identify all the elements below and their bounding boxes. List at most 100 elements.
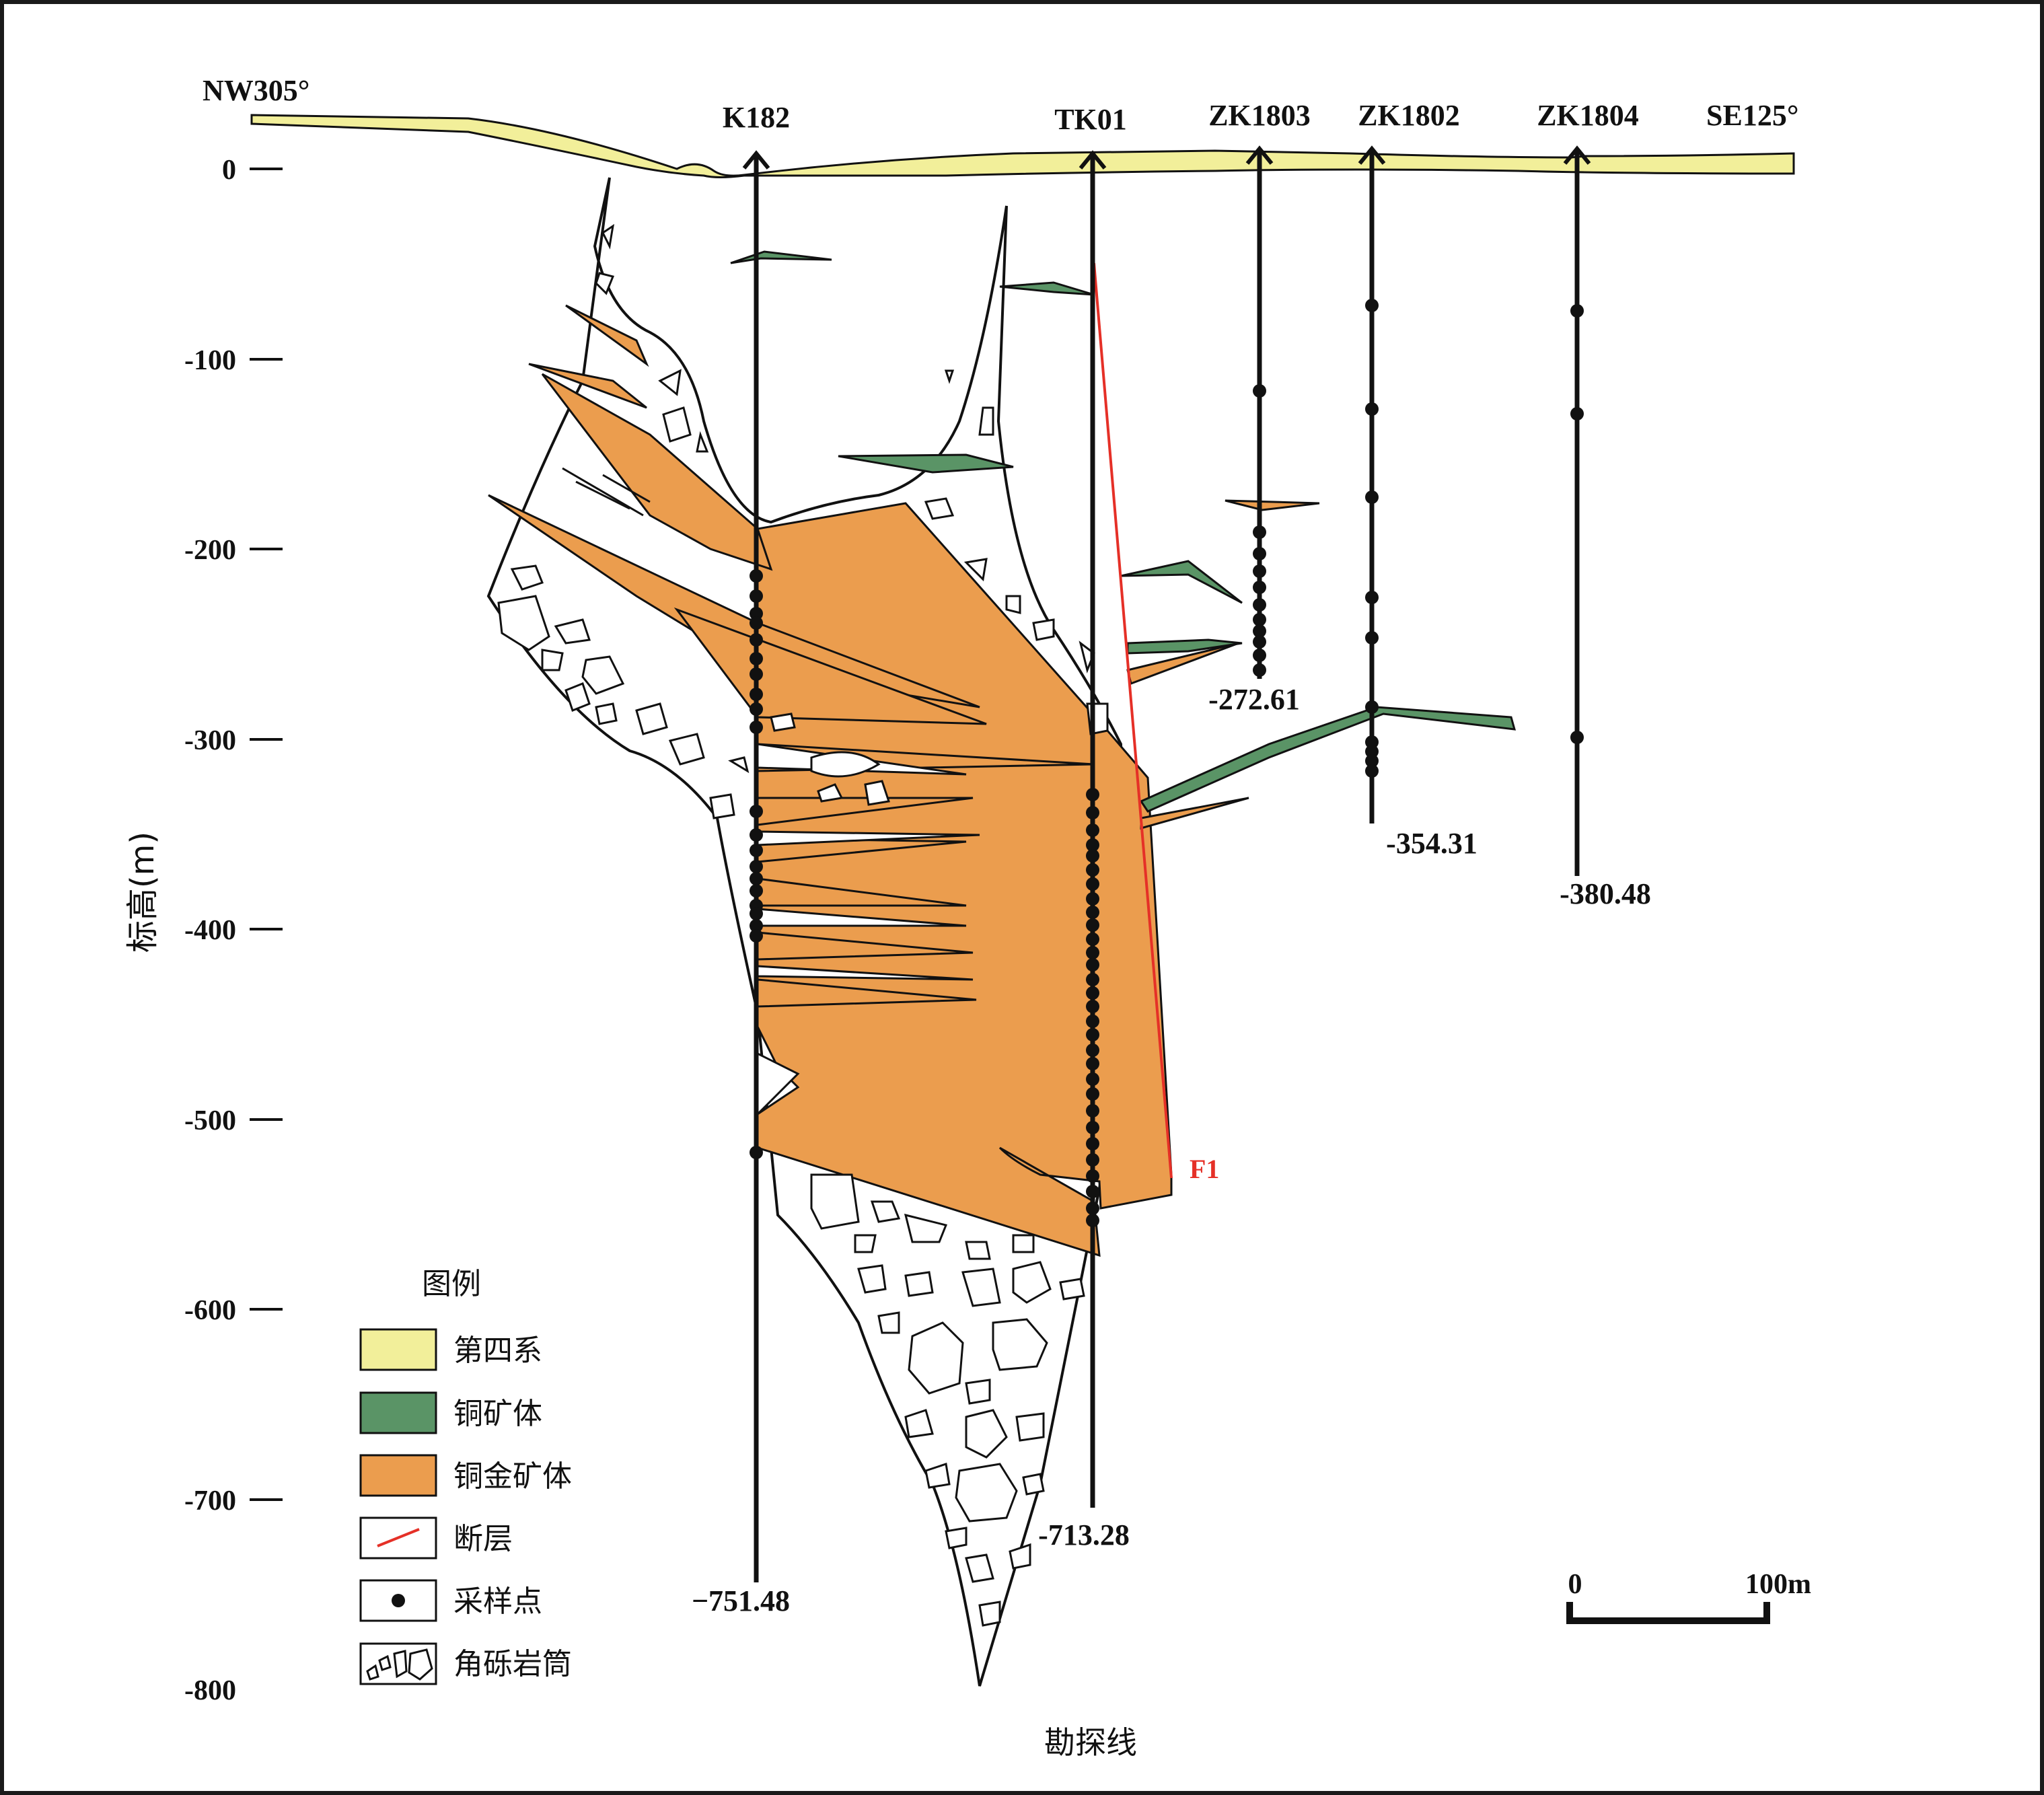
legend-label-sample: 采样点 bbox=[453, 1584, 542, 1619]
sample-point bbox=[750, 860, 763, 873]
sample-point bbox=[750, 569, 763, 583]
legend: 图例 第四系 铜矿体 铜金矿体 断层 采样点 角砾岩筒 bbox=[359, 1267, 572, 1685]
sample-point bbox=[1086, 1000, 1099, 1013]
y-tick-label: -100 bbox=[184, 345, 236, 376]
legend-label-quaternary: 第四系 bbox=[453, 1333, 542, 1368]
quaternary-surface-layer bbox=[250, 114, 1795, 178]
borehole-bottom-zk1804: -380.48 bbox=[1560, 877, 1651, 910]
sample-point bbox=[750, 929, 763, 943]
sample-point bbox=[1086, 892, 1099, 906]
borehole-bottom-zk1802: -354.31 bbox=[1386, 827, 1477, 860]
sample-point-icon bbox=[392, 1594, 405, 1607]
copper-orebody bbox=[838, 453, 1014, 474]
sample-point bbox=[1365, 735, 1379, 749]
sample-point bbox=[1086, 877, 1099, 891]
sample-point bbox=[750, 907, 763, 920]
fault-f1-line bbox=[1093, 262, 1173, 1179]
sample-point bbox=[1086, 1087, 1099, 1101]
sample-point bbox=[750, 633, 763, 647]
legend-label-breccia: 角砾岩筒 bbox=[453, 1647, 572, 1681]
orientation-left-label: NW305° bbox=[203, 74, 309, 107]
sample-point bbox=[1086, 932, 1099, 946]
geologic-cross-section: F1 K182 TK01 ZK1803 ZK1802 ZK1804 −751.4… bbox=[124, 74, 1811, 1761]
ore-wedge bbox=[565, 304, 649, 367]
borehole-label-zk1804: ZK1804 bbox=[1537, 99, 1639, 132]
sample-point bbox=[1570, 731, 1584, 744]
sample-point bbox=[1570, 304, 1584, 318]
borehole-bottom-tk01: -713.28 bbox=[1038, 1518, 1130, 1551]
y-tick-label: -800 bbox=[184, 1675, 236, 1706]
borehole-label-zk1803: ZK1803 bbox=[1208, 99, 1311, 132]
borehole-arrow-icon bbox=[1079, 150, 1107, 170]
sample-point bbox=[750, 616, 763, 630]
sample-point bbox=[1086, 1169, 1099, 1183]
sample-point bbox=[1253, 384, 1266, 398]
sample-point bbox=[1086, 958, 1099, 972]
y-tick-label: -700 bbox=[184, 1486, 236, 1516]
sample-point bbox=[1253, 663, 1266, 677]
fault-legend-icon bbox=[377, 1528, 420, 1547]
sample-point bbox=[750, 844, 763, 857]
sample-point bbox=[1086, 1121, 1099, 1134]
sample-point bbox=[1086, 1214, 1099, 1227]
sample-point bbox=[750, 688, 763, 701]
y-tick-label: -400 bbox=[184, 915, 236, 946]
copper-orebody bbox=[999, 281, 1095, 296]
breccia-clasts bbox=[497, 223, 1109, 1627]
borehole-arrow-icon bbox=[1245, 145, 1274, 165]
sample-point bbox=[1086, 823, 1099, 837]
sample-point bbox=[1086, 1137, 1099, 1150]
sample-point bbox=[1086, 1104, 1099, 1118]
borehole-arrow-icon bbox=[742, 150, 770, 170]
copper-gold-main-orebody bbox=[756, 502, 1173, 1257]
legend-label-copper-gold: 铜金矿体 bbox=[453, 1459, 572, 1494]
fault-f1-label: F1 bbox=[1190, 1154, 1219, 1184]
sample-point bbox=[750, 828, 763, 842]
y-tick-label: -500 bbox=[184, 1105, 236, 1136]
y-tick-label: 0 bbox=[222, 155, 236, 186]
orientation-right-label: SE125° bbox=[1706, 99, 1798, 132]
legend-label-copper: 铜矿体 bbox=[453, 1397, 542, 1431]
sample-point bbox=[1086, 1015, 1099, 1028]
sample-point bbox=[1253, 581, 1266, 594]
y-tick-label: -200 bbox=[184, 535, 236, 566]
copper-orebody bbox=[730, 250, 832, 264]
sample-point bbox=[1253, 635, 1266, 649]
legend-swatch-copper-gold bbox=[359, 1454, 437, 1497]
sample-point bbox=[1086, 1072, 1099, 1086]
borehole-group bbox=[742, 145, 1591, 1582]
sample-point bbox=[750, 721, 763, 734]
copper-orebody bbox=[1126, 638, 1243, 655]
legend-swatch-copper bbox=[359, 1391, 437, 1434]
sample-point bbox=[1086, 849, 1099, 863]
x-axis-title: 勘探线 bbox=[1044, 1724, 1137, 1761]
sample-point bbox=[1365, 631, 1379, 645]
sample-point bbox=[1253, 613, 1266, 626]
legend-swatch-quaternary bbox=[359, 1328, 437, 1371]
borehole-bottom-k182: −751.48 bbox=[692, 1584, 790, 1617]
y-axis: 0 -100 -200 -300 -400 -500 -600 -700 -80… bbox=[124, 155, 283, 1706]
sample-point bbox=[1086, 806, 1099, 819]
sample-point bbox=[1086, 946, 1099, 959]
sample-point bbox=[1253, 598, 1266, 612]
borehole-label-k182: K182 bbox=[723, 101, 790, 134]
sample-point bbox=[1365, 754, 1379, 768]
scale-bar-end: 100m bbox=[1745, 1569, 1811, 1600]
sample-point bbox=[1365, 402, 1379, 416]
sample-point bbox=[750, 884, 763, 897]
sample-point bbox=[750, 702, 763, 716]
sample-point bbox=[750, 667, 763, 681]
sample-point bbox=[1365, 591, 1379, 604]
sample-point bbox=[1086, 1153, 1099, 1167]
sample-point bbox=[750, 607, 763, 620]
sample-point bbox=[750, 805, 763, 818]
sample-point bbox=[750, 919, 763, 932]
sample-point bbox=[1365, 490, 1379, 504]
sample-point bbox=[1086, 838, 1099, 852]
ore-wedge bbox=[541, 373, 773, 571]
sample-point bbox=[1253, 547, 1266, 560]
sample-point bbox=[750, 872, 763, 885]
scale-bar-start: 0 bbox=[1568, 1569, 1582, 1600]
sample-point bbox=[1086, 1043, 1099, 1057]
